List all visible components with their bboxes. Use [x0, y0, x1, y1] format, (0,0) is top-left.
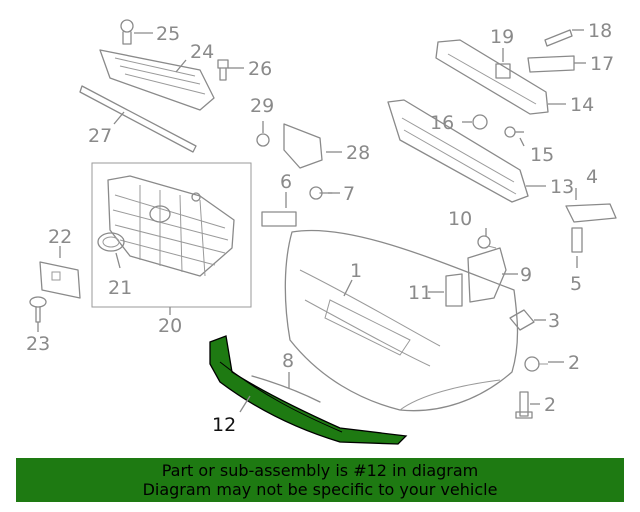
part-28-bracket — [283, 123, 323, 169]
part-17-bracket — [527, 55, 575, 73]
callout-28: 28 — [346, 142, 370, 164]
callout-2-lower: 2 — [544, 394, 556, 416]
part-23-screw — [29, 296, 47, 323]
callout-20: 20 — [158, 315, 182, 337]
callout-18: 18 — [588, 20, 612, 42]
part-11-bracket — [445, 273, 463, 307]
part-1-bumper-cover — [284, 229, 519, 412]
part-8-molding — [251, 372, 321, 403]
callout-26: 26 — [248, 58, 272, 80]
callout-3: 3 — [548, 310, 560, 332]
part-22-bracket — [39, 261, 81, 299]
callout-29: 29 — [250, 95, 274, 117]
info-banner: Part or sub-assembly is #12 in diagram D… — [16, 458, 624, 502]
banner-line-2: Diagram may not be specific to your vehi… — [142, 480, 498, 499]
callout-2-upper: 2 — [568, 352, 580, 374]
callout-11: 11 — [408, 282, 432, 304]
callout-8: 8 — [282, 350, 294, 372]
callout-5: 5 — [570, 273, 582, 295]
part-10-bolt — [477, 235, 497, 249]
part-3-clip — [509, 309, 535, 331]
callout-4: 4 — [586, 166, 598, 188]
part-26-bolt — [217, 59, 229, 81]
part-18-bolt — [544, 29, 573, 47]
callout-17: 17 — [590, 53, 614, 75]
part-2-bolt-lower — [515, 391, 533, 419]
callout-25: 25 — [156, 23, 180, 45]
callout-16: 16 — [430, 112, 454, 134]
part-5-screw — [571, 227, 583, 268]
part-24-bracket — [99, 49, 215, 111]
callout-19: 19 — [490, 26, 514, 48]
callout-13: 13 — [550, 176, 574, 198]
callout-12-highlighted[interactable]: 12 — [212, 414, 236, 436]
callout-1: 1 — [350, 260, 362, 282]
part-4-marker — [565, 203, 617, 223]
callout-22: 22 — [48, 226, 72, 248]
leader-lines — [37, 29, 586, 405]
callout-23: 23 — [26, 333, 50, 355]
callout-14: 14 — [570, 94, 594, 116]
part-16-nut — [472, 114, 488, 130]
callout-21: 21 — [108, 277, 132, 299]
part-20-grille-assembly — [91, 162, 252, 315]
callout-27: 27 — [88, 125, 112, 147]
part-15-bolt — [504, 126, 524, 138]
part-25-clip — [120, 19, 134, 45]
part-12-lip-spoiler-highlighted[interactable] — [209, 335, 408, 445]
part-21-emblem — [97, 232, 125, 269]
callout-15: 15 — [530, 144, 554, 166]
part-6-bracket — [261, 192, 297, 227]
callout-6: 6 — [280, 171, 292, 193]
part-2-bolt-upper — [524, 356, 548, 372]
callout-9: 9 — [520, 264, 532, 286]
callout-10: 10 — [448, 208, 472, 230]
part-13-absorber — [387, 99, 529, 203]
part-27-strip — [79, 85, 197, 153]
callout-24: 24 — [190, 41, 214, 63]
part-19-block — [495, 48, 511, 79]
banner-line-1: Part or sub-assembly is #12 in diagram — [161, 461, 479, 480]
part-29-nut — [256, 121, 270, 147]
part-14-beam — [435, 39, 549, 115]
callout-7: 7 — [343, 183, 355, 205]
